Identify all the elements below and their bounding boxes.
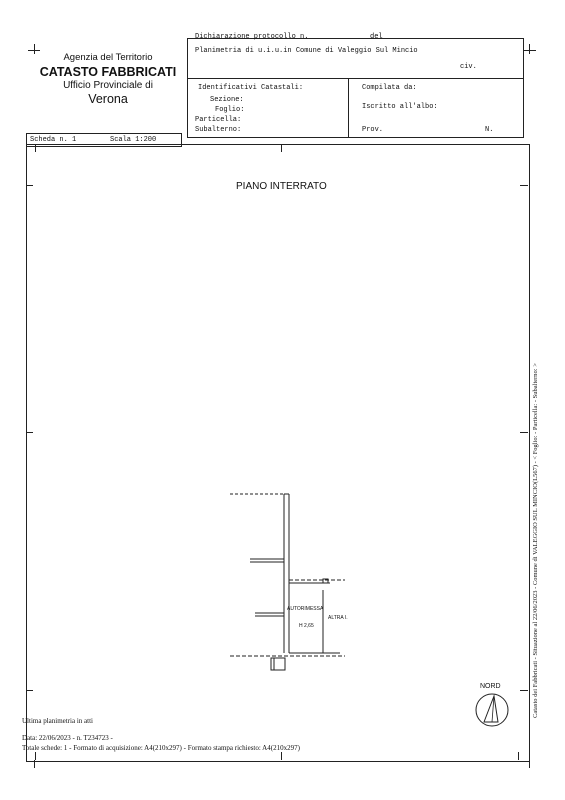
header-mid-line	[187, 78, 524, 79]
frame-tick	[281, 144, 282, 152]
del-label: del	[370, 33, 383, 41]
north-arrow-icon	[475, 693, 509, 727]
civ-label: civ.	[460, 63, 477, 71]
plan-stair-box	[270, 657, 286, 671]
header-top-line	[187, 38, 524, 39]
crop-mark	[529, 44, 530, 54]
footer-data: Data: 22/06/2023 - n. T234723 -	[22, 734, 113, 742]
crop-mark	[34, 44, 35, 54]
frame-tick	[26, 185, 33, 186]
height-label: H 2,65	[299, 623, 314, 629]
crop-mark	[28, 50, 40, 51]
identificativi-label: Identificativi Catastali:	[198, 84, 304, 92]
frame-tick	[35, 144, 36, 152]
side-situation-text: Catasto dei Fabbricati - Situazione al 2…	[532, 363, 539, 718]
foglio-label: Foglio:	[215, 106, 245, 114]
agency-city: Verona	[88, 92, 128, 106]
frame-tick	[520, 690, 528, 691]
floor-plan	[230, 493, 345, 671]
footer-totale: Totale schede: 1 - Formato di acquisizio…	[22, 744, 300, 752]
frame-tick	[26, 432, 33, 433]
subalterno-label: Subalterno:	[195, 126, 242, 134]
drawing-frame	[26, 144, 530, 762]
sezione-label: Sezione:	[210, 96, 244, 104]
room-label: AUTORIMESSA	[287, 606, 324, 612]
footer-ultima: Ultima planimetria in atti	[22, 717, 93, 725]
iscritto-label: Iscritto all'albo:	[362, 103, 438, 111]
frame-tick	[35, 752, 36, 760]
header-right-line	[523, 38, 524, 138]
scala-label: Scala 1:200	[110, 136, 157, 144]
floor-title: PIANO INTERRATO	[236, 181, 327, 192]
header-left-line	[187, 38, 188, 138]
crop-mark	[524, 50, 536, 51]
crop-mark	[529, 760, 530, 768]
frame-tick	[520, 185, 528, 186]
prov-label: Prov.	[362, 126, 384, 134]
scheda-box	[26, 133, 182, 147]
nord-label: NORD	[480, 683, 501, 690]
frame-tick	[281, 752, 282, 760]
header-bottom-line	[187, 137, 524, 138]
scheda-label: Scheda n. 1	[30, 136, 77, 144]
frame-tick	[26, 690, 33, 691]
protocol-label: Dichiarazione protocollo n.	[195, 33, 309, 41]
agency-office: Ufficio Provinciale di	[63, 80, 153, 91]
crop-mark	[34, 760, 35, 768]
agency-block: Agenzia del Territorio CATASTO FABBRICAT…	[33, 52, 183, 106]
altra-label: ALTRA I.	[328, 615, 348, 621]
planimetria-title: Planimetria di u.i.u.in Comune di Valegg…	[195, 47, 418, 55]
n-label: N.	[485, 126, 494, 134]
frame-tick	[520, 432, 528, 433]
compilata-label: Compilata da:	[362, 84, 417, 92]
agency-department: CATASTO FABBRICATI	[39, 65, 177, 79]
particella-label: Particella:	[195, 116, 242, 124]
agency-name: Agenzia del Territorio	[63, 52, 153, 63]
frame-tick	[518, 752, 519, 760]
header-divider	[348, 78, 349, 138]
plan-column	[322, 578, 329, 584]
